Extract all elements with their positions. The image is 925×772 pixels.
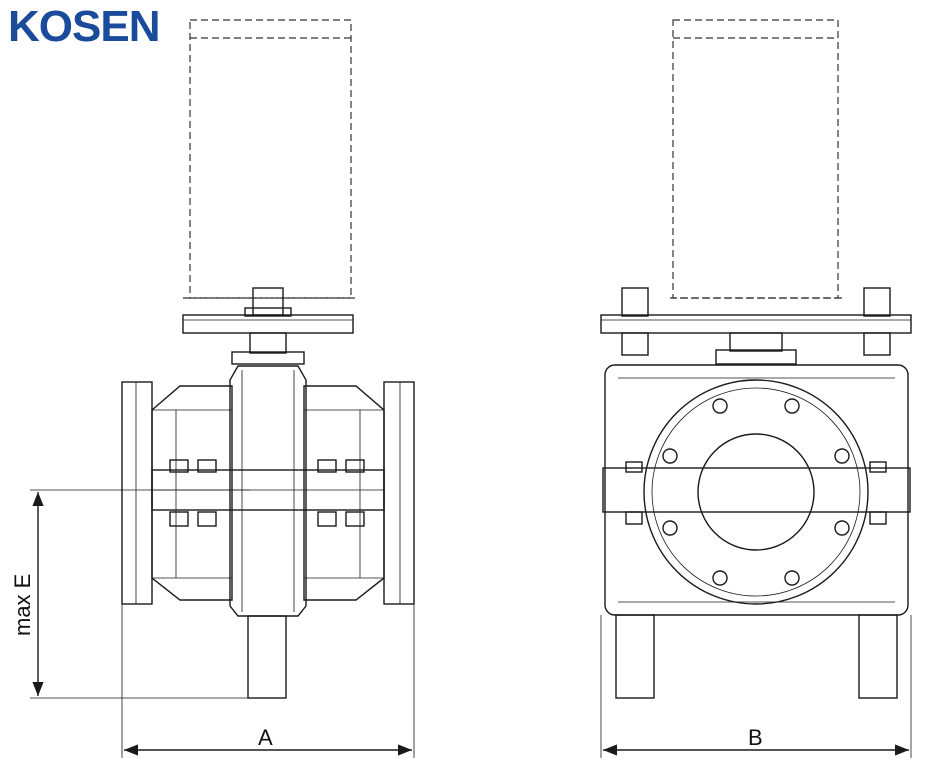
dimension-label-a: A [258,725,273,750]
mounting-plate-right [600,314,912,334]
actuator-outline-left [189,19,352,299]
brand-logo: KOSEN [8,2,160,52]
dimension-label-b: B [748,725,763,750]
leg-right [858,614,898,699]
dimension-a: A [121,604,415,758]
body-right-half [303,385,385,601]
bolts-left-view [169,459,365,527]
body-left-half [151,385,233,601]
mounting-plate-left [182,314,354,334]
dimension-label-e: max E [10,574,35,636]
side-clamp-band [602,467,911,513]
dimension-e: max E [10,489,250,699]
stem-nut-top [252,287,284,316]
leg-left [615,614,655,699]
housing-body [604,364,909,616]
actuator-outline-right [672,19,839,299]
flange-left [121,381,153,605]
dimension-b: B [600,615,912,758]
side-view [121,19,415,699]
stem-nut-bottom [249,332,287,354]
flange-disc [643,379,869,605]
flange-right [383,381,415,605]
front-view [600,19,912,699]
bottom-leg-left [247,615,287,699]
bore [697,433,815,551]
brand-name: KOSEN [8,2,160,51]
center-body [229,365,307,617]
bolt-holes [662,398,850,586]
